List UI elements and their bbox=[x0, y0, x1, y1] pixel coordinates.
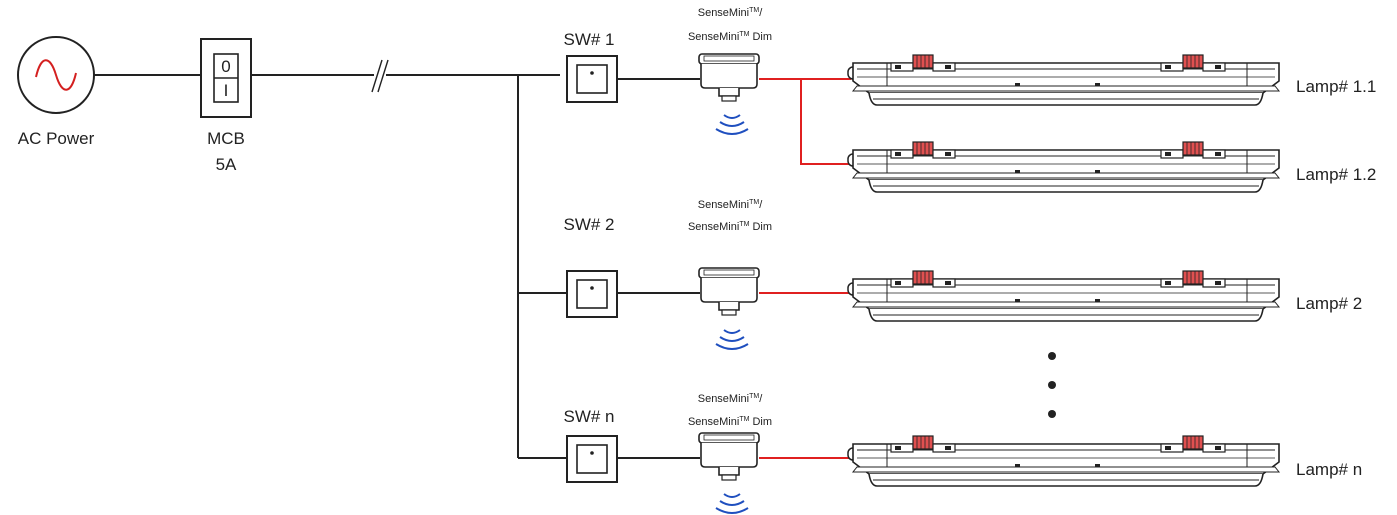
ac-power-label: AC Power bbox=[18, 129, 95, 148]
lamp-label: Lamp# n bbox=[1296, 460, 1362, 479]
switch-label: SW# 1 bbox=[563, 30, 614, 49]
mcb-on-mark: 0 bbox=[221, 57, 230, 76]
sensor-label-line-2: SenseMiniTM Dim bbox=[688, 31, 772, 43]
circuit-2: SW# 2 SenseMiniTM/ SenseMiniTM Dim Lamp#… bbox=[563, 199, 1362, 350]
switch-label: SW# 2 bbox=[563, 215, 614, 234]
sensor-label-line-2: SenseMiniTM Dim bbox=[688, 416, 772, 428]
sensor-label-line-1: SenseMiniTM/ bbox=[698, 7, 763, 19]
mcb-label: MCB bbox=[207, 129, 245, 148]
mcb-breaker: 0 I MCB 5A bbox=[200, 38, 252, 174]
lamp-label: Lamp# 1.2 bbox=[1296, 165, 1376, 184]
circuit-n: SW# n SenseMiniTM/ SenseMiniTM Dim Lamp#… bbox=[563, 393, 1362, 514]
more-circuits-dots bbox=[1048, 352, 1056, 418]
lamp-label: Lamp# 2 bbox=[1296, 294, 1362, 313]
cable-break-mark bbox=[368, 59, 392, 93]
sensor-label-line-2: SenseMiniTM Dim bbox=[688, 221, 772, 233]
load-wire-1 bbox=[759, 78, 851, 165]
wireless-signal-icon bbox=[715, 329, 749, 350]
lamp-fixture-icon bbox=[847, 141, 1280, 193]
circuit-1: SW# 1 SenseMiniTM/ SenseMiniTM Dim Lamp#… bbox=[563, 7, 1376, 193]
sensor-module-icon bbox=[698, 53, 760, 102]
sensor-module-icon bbox=[698, 432, 760, 481]
lamp-fixture-icon bbox=[847, 435, 1280, 487]
ac-power-source: AC Power bbox=[17, 36, 95, 148]
sensor-label-line-1: SenseMiniTM/ bbox=[698, 393, 763, 405]
lamp-label: Lamp# 1.1 bbox=[1296, 77, 1376, 96]
wireless-signal-icon bbox=[715, 114, 749, 135]
wireless-signal-icon bbox=[715, 493, 749, 514]
lamp-fixture-icon bbox=[847, 270, 1280, 322]
sensor-label-line-1: SenseMiniTM/ bbox=[698, 199, 763, 211]
sensor-module-icon bbox=[698, 267, 760, 316]
mcb-rating: 5A bbox=[216, 155, 237, 174]
switch-label: SW# n bbox=[563, 407, 614, 426]
lamp-fixture-icon bbox=[847, 54, 1280, 106]
wall-switch-icon bbox=[566, 55, 618, 103]
wall-switch-icon bbox=[566, 435, 618, 483]
mcb-off-mark: I bbox=[224, 81, 229, 100]
wall-switch-icon bbox=[566, 270, 618, 318]
ac-sine-icon bbox=[35, 59, 77, 91]
